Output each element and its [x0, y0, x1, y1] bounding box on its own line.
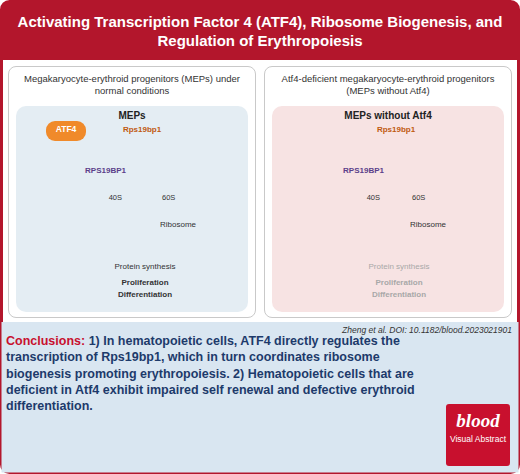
citation: Zheng et al. DOI: 10.1182/blood.20230219…: [342, 326, 512, 335]
node-text: blood: [446, 404, 510, 432]
pathway-label: Protein synthesis: [369, 263, 430, 272]
node-text: MEPs: [16, 106, 248, 121]
pathway-label: RPS19BP1: [85, 167, 126, 176]
pathway-label: Ribosome: [410, 221, 446, 230]
header-band: [2, 2, 519, 61]
conclusion-heading: Conclusions:: [6, 334, 85, 348]
pathway-label: 40S: [367, 194, 380, 202]
journal-logo: bloodVisual Abstract: [446, 404, 510, 466]
node-text: Atf4-deficient megakaryocyte-erythroid p…: [265, 67, 511, 97]
pathway-label: Protein synthesis: [115, 263, 176, 272]
node-text: MEPs without Atf4: [272, 106, 504, 121]
pathway-label: Proliferation: [375, 279, 422, 288]
conclusion-band: [2, 322, 519, 473]
node-text: Megakaryocyte-erythroid progenitors (MEP…: [9, 67, 255, 97]
node-text: Visual Abstract: [446, 432, 510, 444]
node-text: ATF4: [46, 121, 86, 138]
title: Activating Transcription Factor 4 (ATF4)…: [14, 8, 506, 54]
pathway-label: 40S: [109, 194, 122, 202]
pathway-label: Rps19bp1: [377, 126, 415, 135]
pathway-label: 60S: [412, 194, 425, 202]
atf4-factor: ATF4: [46, 121, 86, 141]
pathway-label: Differentiation: [372, 291, 426, 300]
conclusion-box: Conclusions: 1) In hematopoietic cells, …: [6, 333, 438, 463]
pathway-label: Differentiation: [118, 291, 172, 300]
pathway-label: Ribosome: [160, 221, 196, 230]
pathway-label: RPS19BP1: [343, 167, 384, 176]
pathway-label: 60S: [162, 194, 175, 202]
pathway-label: Rps19bp1: [123, 126, 161, 135]
pathway-label: Proliferation: [121, 279, 168, 288]
conclusion-paragraph: Conclusions: 1) In hematopoietic cells, …: [6, 333, 438, 414]
